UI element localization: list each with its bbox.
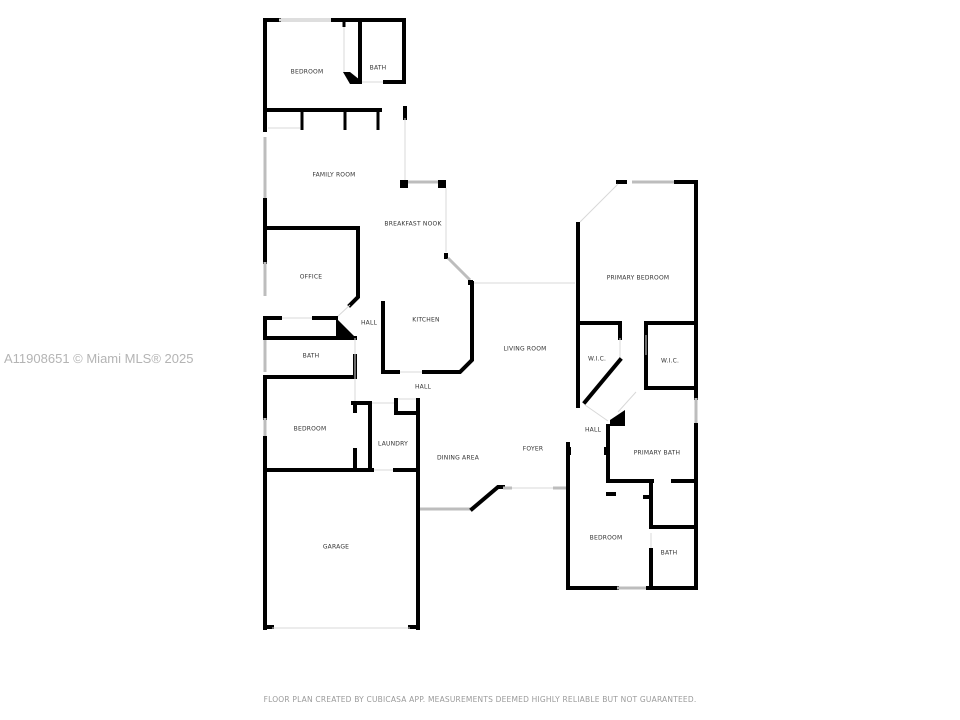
room-label-breakfast-nook: BREAKFAST NOOK (384, 220, 442, 228)
room-label-primary-bath: PRIMARY BATH (633, 449, 681, 457)
room-label-bedroom-3: BEDROOM (293, 425, 327, 433)
room-label-dining-area: DINING AREA (436, 454, 480, 462)
room-label-wic-2: W.I.C. (660, 357, 680, 365)
floor-plan-disclaimer: FLOOR PLAN CREATED BY CUBICASA APP. MEAS… (263, 695, 697, 704)
room-label-bath-3: BATH (302, 352, 320, 360)
room-label-hall-2: HALL (414, 383, 432, 391)
room-label-office: OFFICE (299, 273, 323, 281)
room-label-kitchen: KITCHEN (412, 316, 440, 324)
room-label-foyer: FOYER (522, 445, 544, 453)
room-label-garage: GARAGE (322, 543, 350, 551)
mls-watermark: A11908651 © Miami MLS® 2025 (4, 351, 194, 366)
room-label-bath-4: BATH (660, 549, 678, 557)
room-label-living-room: LIVING ROOM (503, 345, 547, 353)
walls-garage (263, 468, 420, 630)
room-label-hall-3: HALL (584, 426, 602, 434)
room-label-bath-2: BATH (369, 64, 387, 72)
room-label-wic-1: W.I.C. (587, 355, 607, 363)
walls-west (263, 137, 420, 630)
room-label-hall-1: HALL (360, 319, 378, 327)
walls-entry (420, 485, 566, 512)
walls-kitchen (381, 180, 575, 374)
walls-top-wing (263, 18, 407, 180)
room-label-bedroom-4: BEDROOM (589, 534, 623, 542)
walls-primary-suite (566, 180, 698, 590)
room-label-primary-bedroom: PRIMARY BEDROOM (606, 274, 670, 282)
room-label-laundry: LAUNDRY (378, 440, 408, 448)
room-label-family-room: FAMILY ROOM (312, 171, 356, 179)
room-label-bedroom-2: BEDROOM (290, 68, 324, 76)
